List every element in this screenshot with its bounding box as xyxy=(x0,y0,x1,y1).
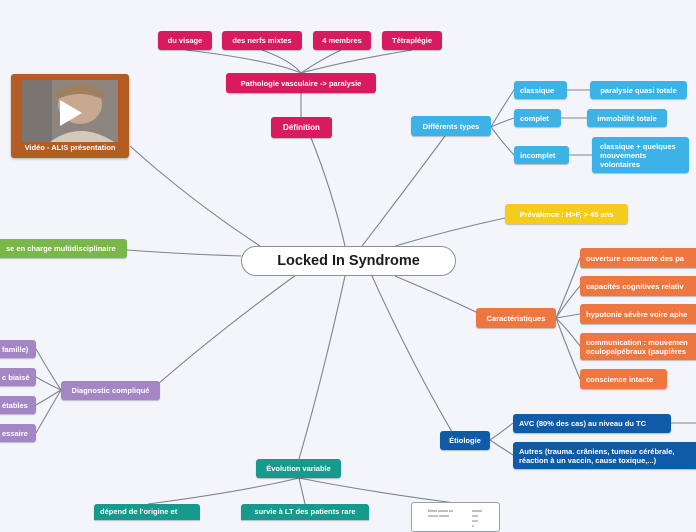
etio-avc-node[interactable]: AVC (80% des cas) au niveau du TC xyxy=(513,414,671,433)
type-classique-detail[interactable]: paralysie quasi totale xyxy=(590,81,687,99)
doc-line-6: o xyxy=(472,524,474,528)
evolution-node[interactable]: Évolution variable xyxy=(256,459,341,478)
connector-lines xyxy=(35,49,696,505)
nerfs-mixtes-node[interactable]: des nerfs mixtes xyxy=(222,31,302,50)
type-incomplet-detail[interactable]: classique + quelques mouvements volontai… xyxy=(592,137,689,173)
diag-item-2[interactable]: c biaisé xyxy=(0,368,36,386)
doc-line-3: ooooo xyxy=(472,509,482,513)
type-classique-node[interactable]: classique xyxy=(514,81,567,99)
etio-autres-node[interactable]: Autres (trauma. crâniens, tumeur cérébra… xyxy=(513,442,696,469)
central-topic[interactable]: Locked In Syndrome xyxy=(241,246,456,276)
carac-cognitives-node[interactable]: capacités cognitives relativ xyxy=(580,276,696,296)
diag-item-4[interactable]: essaire xyxy=(0,424,36,442)
carac-hypotonie-node[interactable]: hypotonie sévère voire aphe xyxy=(580,304,696,324)
diag-item-1[interactable]: famille) xyxy=(0,340,36,358)
diagnostic-node[interactable]: Diagnostic compliqué xyxy=(61,381,160,400)
video-label: Vidéo - ALIS présentation xyxy=(24,143,116,152)
doc-line-1: Mmm ooooo oo xyxy=(428,509,453,513)
diag-item-3[interactable]: étables xyxy=(0,396,36,414)
carac-conscience-node[interactable]: conscience intacte xyxy=(580,369,667,389)
prise-en-charge-node[interactable]: se en charge multidisciplinaire xyxy=(0,239,127,258)
prevalence-node[interactable]: Prévalence : H>F, > 45 ans xyxy=(505,204,628,224)
carac-communication-node[interactable]: communication : mouvemen oculopalpébraux… xyxy=(580,333,696,360)
quatre-membres-node[interactable]: 4 membres xyxy=(313,31,371,50)
video-thumbnail xyxy=(22,80,118,142)
etiologie-node[interactable]: Étiologie xyxy=(440,431,490,450)
evol-origine-node[interactable]: dépend de l'origine et xyxy=(94,504,200,520)
tetraplegie-node[interactable]: Tétraplégie xyxy=(382,31,442,50)
document-thumbnail[interactable]: Mmm ooooo oo ooooo ooooo ooooo ooo ooo o xyxy=(411,502,500,532)
play-icon xyxy=(60,100,82,126)
visage-node[interactable]: du visage xyxy=(158,31,212,50)
video-node[interactable]: Vidéo - ALIS présentation xyxy=(11,74,129,158)
doc-line-4: ooo xyxy=(472,514,478,518)
caracteristiques-node[interactable]: Caractéristiques xyxy=(476,308,556,328)
type-complet-detail[interactable]: immobilité totale xyxy=(587,109,667,127)
carac-ouverture-node[interactable]: ouverture constante des pa xyxy=(580,248,696,268)
pathologie-node[interactable]: Pathologie vasculaire -> paralysie xyxy=(226,73,376,93)
types-node[interactable]: Différents types xyxy=(411,116,491,136)
definition-node[interactable]: Définition xyxy=(271,117,332,138)
doc-line-2: ooooo ooooo xyxy=(428,514,449,518)
type-complet-node[interactable]: complet xyxy=(514,109,561,127)
type-incomplet-node[interactable]: incomplet xyxy=(514,146,569,164)
evol-survie-node[interactable]: survie à LT des patients rare xyxy=(241,504,369,520)
